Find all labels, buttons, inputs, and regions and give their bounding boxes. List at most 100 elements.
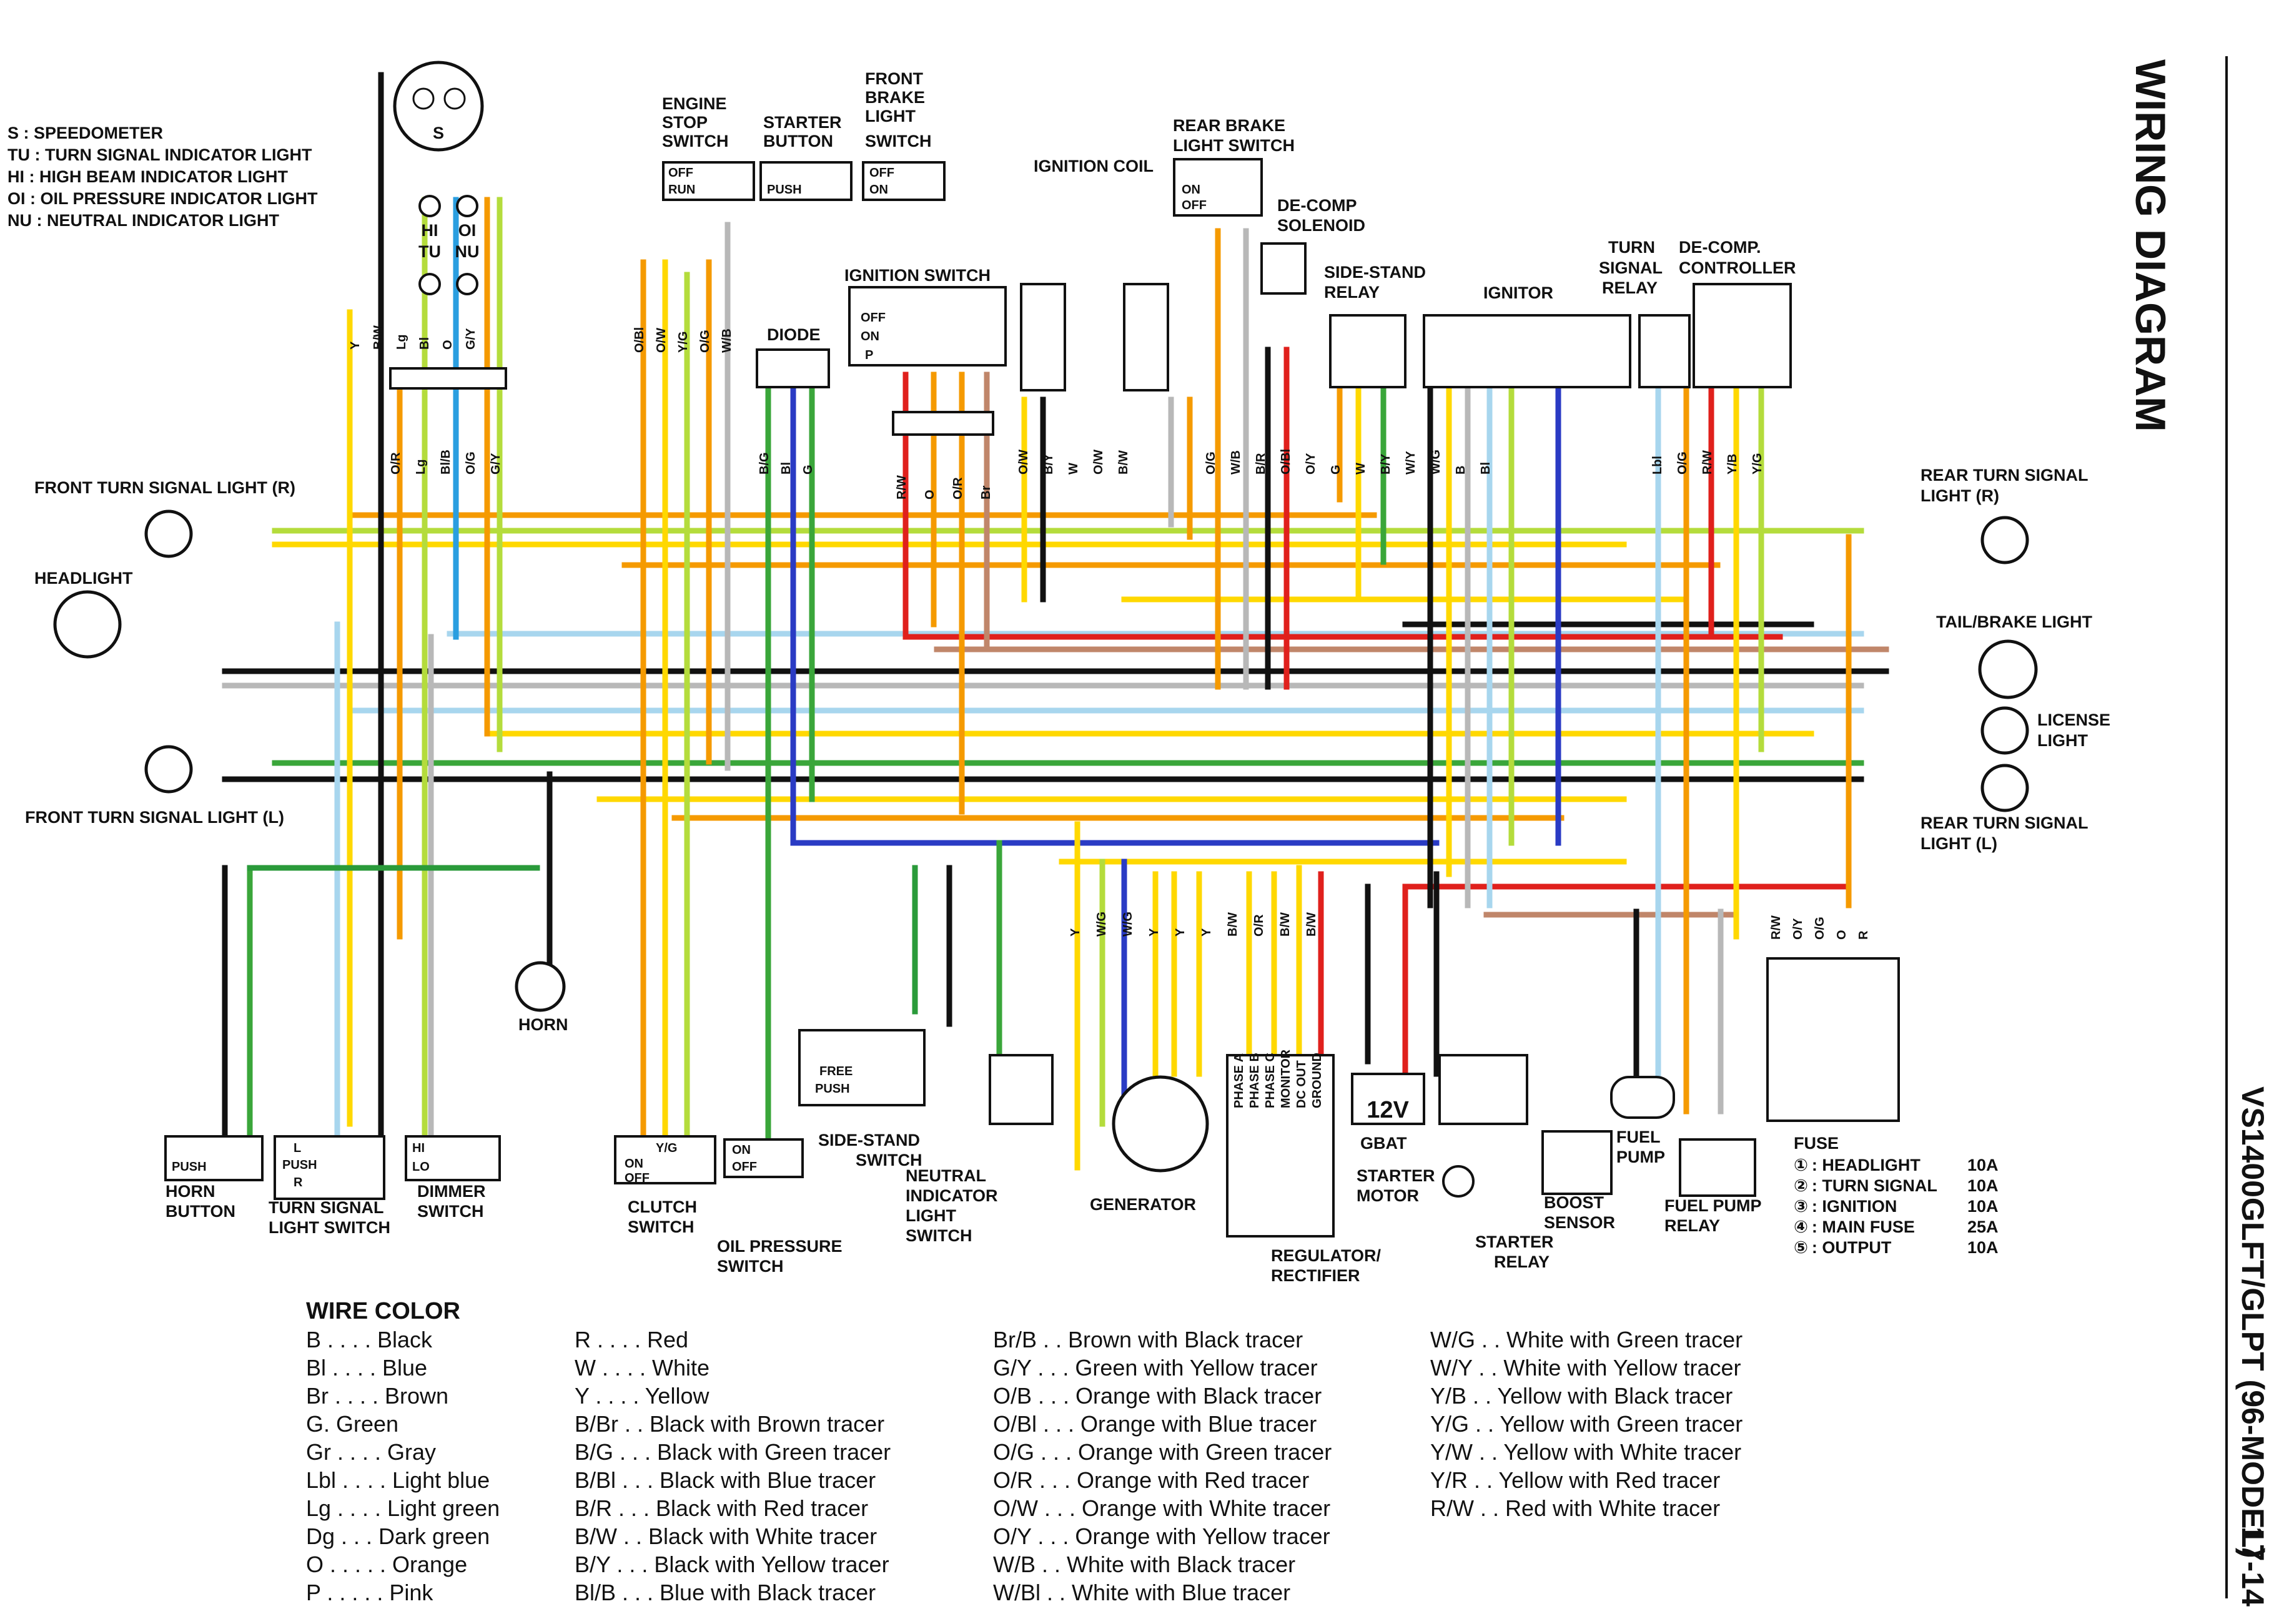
side-stand-relay: SIDE-STAND RELAY xyxy=(1324,263,1426,388)
wire-tag: B/Y xyxy=(1379,453,1393,475)
starter-button: STARTER BUTTON PUSH xyxy=(759,113,853,201)
wire-color-entry: Y/W . . Yellow with White tracer xyxy=(1430,1439,1741,1465)
wire-tag: O/G xyxy=(698,330,712,353)
wire-color-entry: P . . . . . Pink xyxy=(306,1580,433,1605)
horn-button-box xyxy=(164,1135,264,1181)
headlight: HEADLIGHT xyxy=(34,569,133,659)
wire-tag: W/G xyxy=(1429,450,1443,475)
legend-line: HI : HIGH BEAM INDICATOR LIGHT xyxy=(7,167,288,186)
fuel-pump-label: FUEL xyxy=(1616,1128,1661,1146)
oi-label: OI xyxy=(458,221,477,240)
state-off: OFF xyxy=(861,311,886,325)
decomp-solenoid-label: DE-COMP xyxy=(1277,196,1357,215)
front-turn-r-label: FRONT TURN SIGNAL LIGHT (R) xyxy=(34,478,295,497)
wire-tag: Y/G xyxy=(1751,453,1764,475)
rear-brake-label: LIGHT SWITCH xyxy=(1173,136,1295,155)
phase-label: GROUND xyxy=(1310,1053,1324,1108)
wire-tag: O/W xyxy=(1017,450,1031,475)
wire-tag: O/Bl xyxy=(1279,449,1293,475)
generator-icon xyxy=(1112,1075,1209,1173)
wire-tag: W xyxy=(1354,463,1368,475)
ignition-switch-label: IGNITION SWITCH xyxy=(844,266,991,285)
fuse-rating: 10A xyxy=(1967,1238,1999,1257)
wire-color-entry: W/G . . White with Green tracer xyxy=(1430,1327,1743,1352)
fuse-title: FUSE xyxy=(1794,1134,1839,1153)
fuse-item: ①: HEADLIGHT xyxy=(1794,1156,1921,1174)
front-brake-switch-box xyxy=(862,161,946,201)
hi-label: HI xyxy=(422,221,438,240)
horn-button: PUSH HORN BUTTON xyxy=(164,1135,264,1221)
wire-tag: O/Bl xyxy=(633,327,646,353)
state-lo: LO xyxy=(412,1160,430,1174)
regulator-rectifier: PHASE A PHASE B PHASE C MONITOR DC OUT G… xyxy=(1226,1049,1381,1285)
battery: 12V GBAT xyxy=(1351,1073,1425,1153)
front-brake-label: SWITCH xyxy=(865,132,931,150)
starter-motor-label: MOTOR xyxy=(1357,1186,1419,1205)
fuse-item: ⑤: OUTPUT xyxy=(1794,1238,1892,1257)
wire-tag: Bl xyxy=(418,337,432,350)
generator-label: GENERATOR xyxy=(1090,1195,1196,1214)
fuse-rating: 10A xyxy=(1967,1156,1999,1174)
abbreviation-legend: S : SPEEDOMETER TU : TURN SIGNAL INDICAT… xyxy=(7,124,318,230)
neutral-switch-box xyxy=(989,1054,1054,1125)
horn-button-label: HORN xyxy=(166,1182,215,1201)
turn-switch-label: LIGHT SWITCH xyxy=(269,1218,390,1237)
ignitor: IGNITOR xyxy=(1423,283,1631,388)
diode: DIODE xyxy=(756,325,830,388)
headlight-label: HEADLIGHT xyxy=(34,569,133,588)
decomp-controller-label: DE-COMP. xyxy=(1679,238,1761,257)
boost-label: BOOST xyxy=(1544,1193,1604,1212)
ignition-connector xyxy=(892,411,994,436)
wire-tag: O xyxy=(923,490,937,500)
wire-tag: B/W xyxy=(1278,912,1292,937)
fuse-rating: 10A xyxy=(1967,1197,1999,1216)
license-label: LICENSE xyxy=(2037,711,2110,729)
wire-tag: B/W xyxy=(1226,912,1240,937)
motor-icon xyxy=(1442,1165,1475,1198)
state-on: ON xyxy=(1182,183,1200,197)
state-push: PUSH xyxy=(172,1160,207,1174)
wire-color-entry: Lg . . . . Light green xyxy=(306,1495,500,1521)
state-push: PUSH xyxy=(767,183,802,197)
nu-indicator-icon xyxy=(456,273,478,295)
wire-tag: Bl xyxy=(1479,462,1493,475)
horn: HORN xyxy=(515,961,568,1034)
ignitor-box xyxy=(1423,314,1631,388)
diagram-title: WIRING DIAGRAM xyxy=(2127,59,2174,432)
clutch-switch: Y/G ON OFF CLUTCH SWITCH xyxy=(614,1135,716,1236)
state-off: OFF xyxy=(869,166,894,180)
wire-tag: Lbl xyxy=(1651,456,1664,475)
tail-brake-label: TAIL/BRAKE LIGHT xyxy=(1936,613,2092,631)
fuse-list: ①: HEADLIGHT 10A ②: TURN SIGNAL 10A ③: I… xyxy=(1794,1156,1999,1257)
regulator-label: REGULATOR/ xyxy=(1271,1246,1381,1265)
wire-tag: W/B xyxy=(1229,450,1243,475)
wire-tag: Br xyxy=(979,486,993,500)
turn-relay-label: SIGNAL xyxy=(1599,258,1663,277)
turn-signal-switch: L PUSH R TURN SIGNAL LIGHT SWITCH xyxy=(269,1135,390,1237)
wire-color-entry: W/Bl . . White with Blue tracer xyxy=(993,1580,1290,1605)
wire-color-entry: Gr . . . . Gray xyxy=(306,1439,436,1465)
state-r: R xyxy=(294,1176,303,1189)
rear-turn-r-label: REAR TURN SIGNAL xyxy=(1921,466,2089,485)
rear-brake-switch: REAR BRAKE LIGHT SWITCH ON OFF xyxy=(1173,116,1295,217)
wire-tag: Y xyxy=(349,341,362,350)
state-on: ON xyxy=(625,1157,643,1171)
wire-tag: Bl/B xyxy=(439,450,453,475)
legend-line: TU : TURN SIGNAL INDICATOR LIGHT xyxy=(7,145,312,164)
wire-color-entry: O/Bl . . . Orange with Blue tracer xyxy=(993,1411,1317,1437)
boost-sensor-box xyxy=(1541,1130,1613,1195)
turn-signal-relay: TURN SIGNAL RELAY xyxy=(1599,238,1691,388)
wire-tag: Y xyxy=(1200,928,1214,937)
fuel-pump: FUEL PUMP xyxy=(1610,1076,1675,1166)
battery-icon xyxy=(1351,1073,1425,1125)
wire-tag: Y xyxy=(1069,928,1082,937)
oil-switch-label: OIL PRESSURE xyxy=(717,1237,843,1256)
rear-turn-l: REAR TURN SIGNAL LIGHT (L) xyxy=(1921,764,2089,853)
wire-tag: O/G xyxy=(1676,451,1689,475)
license-light: LICENSE LIGHT xyxy=(1980,706,2110,755)
legend-line: OI : OIL PRESSURE INDICATOR LIGHT xyxy=(7,189,318,208)
starter-relay-box xyxy=(1438,1054,1528,1125)
wire-tag: R/W xyxy=(1769,915,1783,940)
engine-stop-switch: ENGINE STOP SWITCH OFF RUN xyxy=(662,94,755,201)
